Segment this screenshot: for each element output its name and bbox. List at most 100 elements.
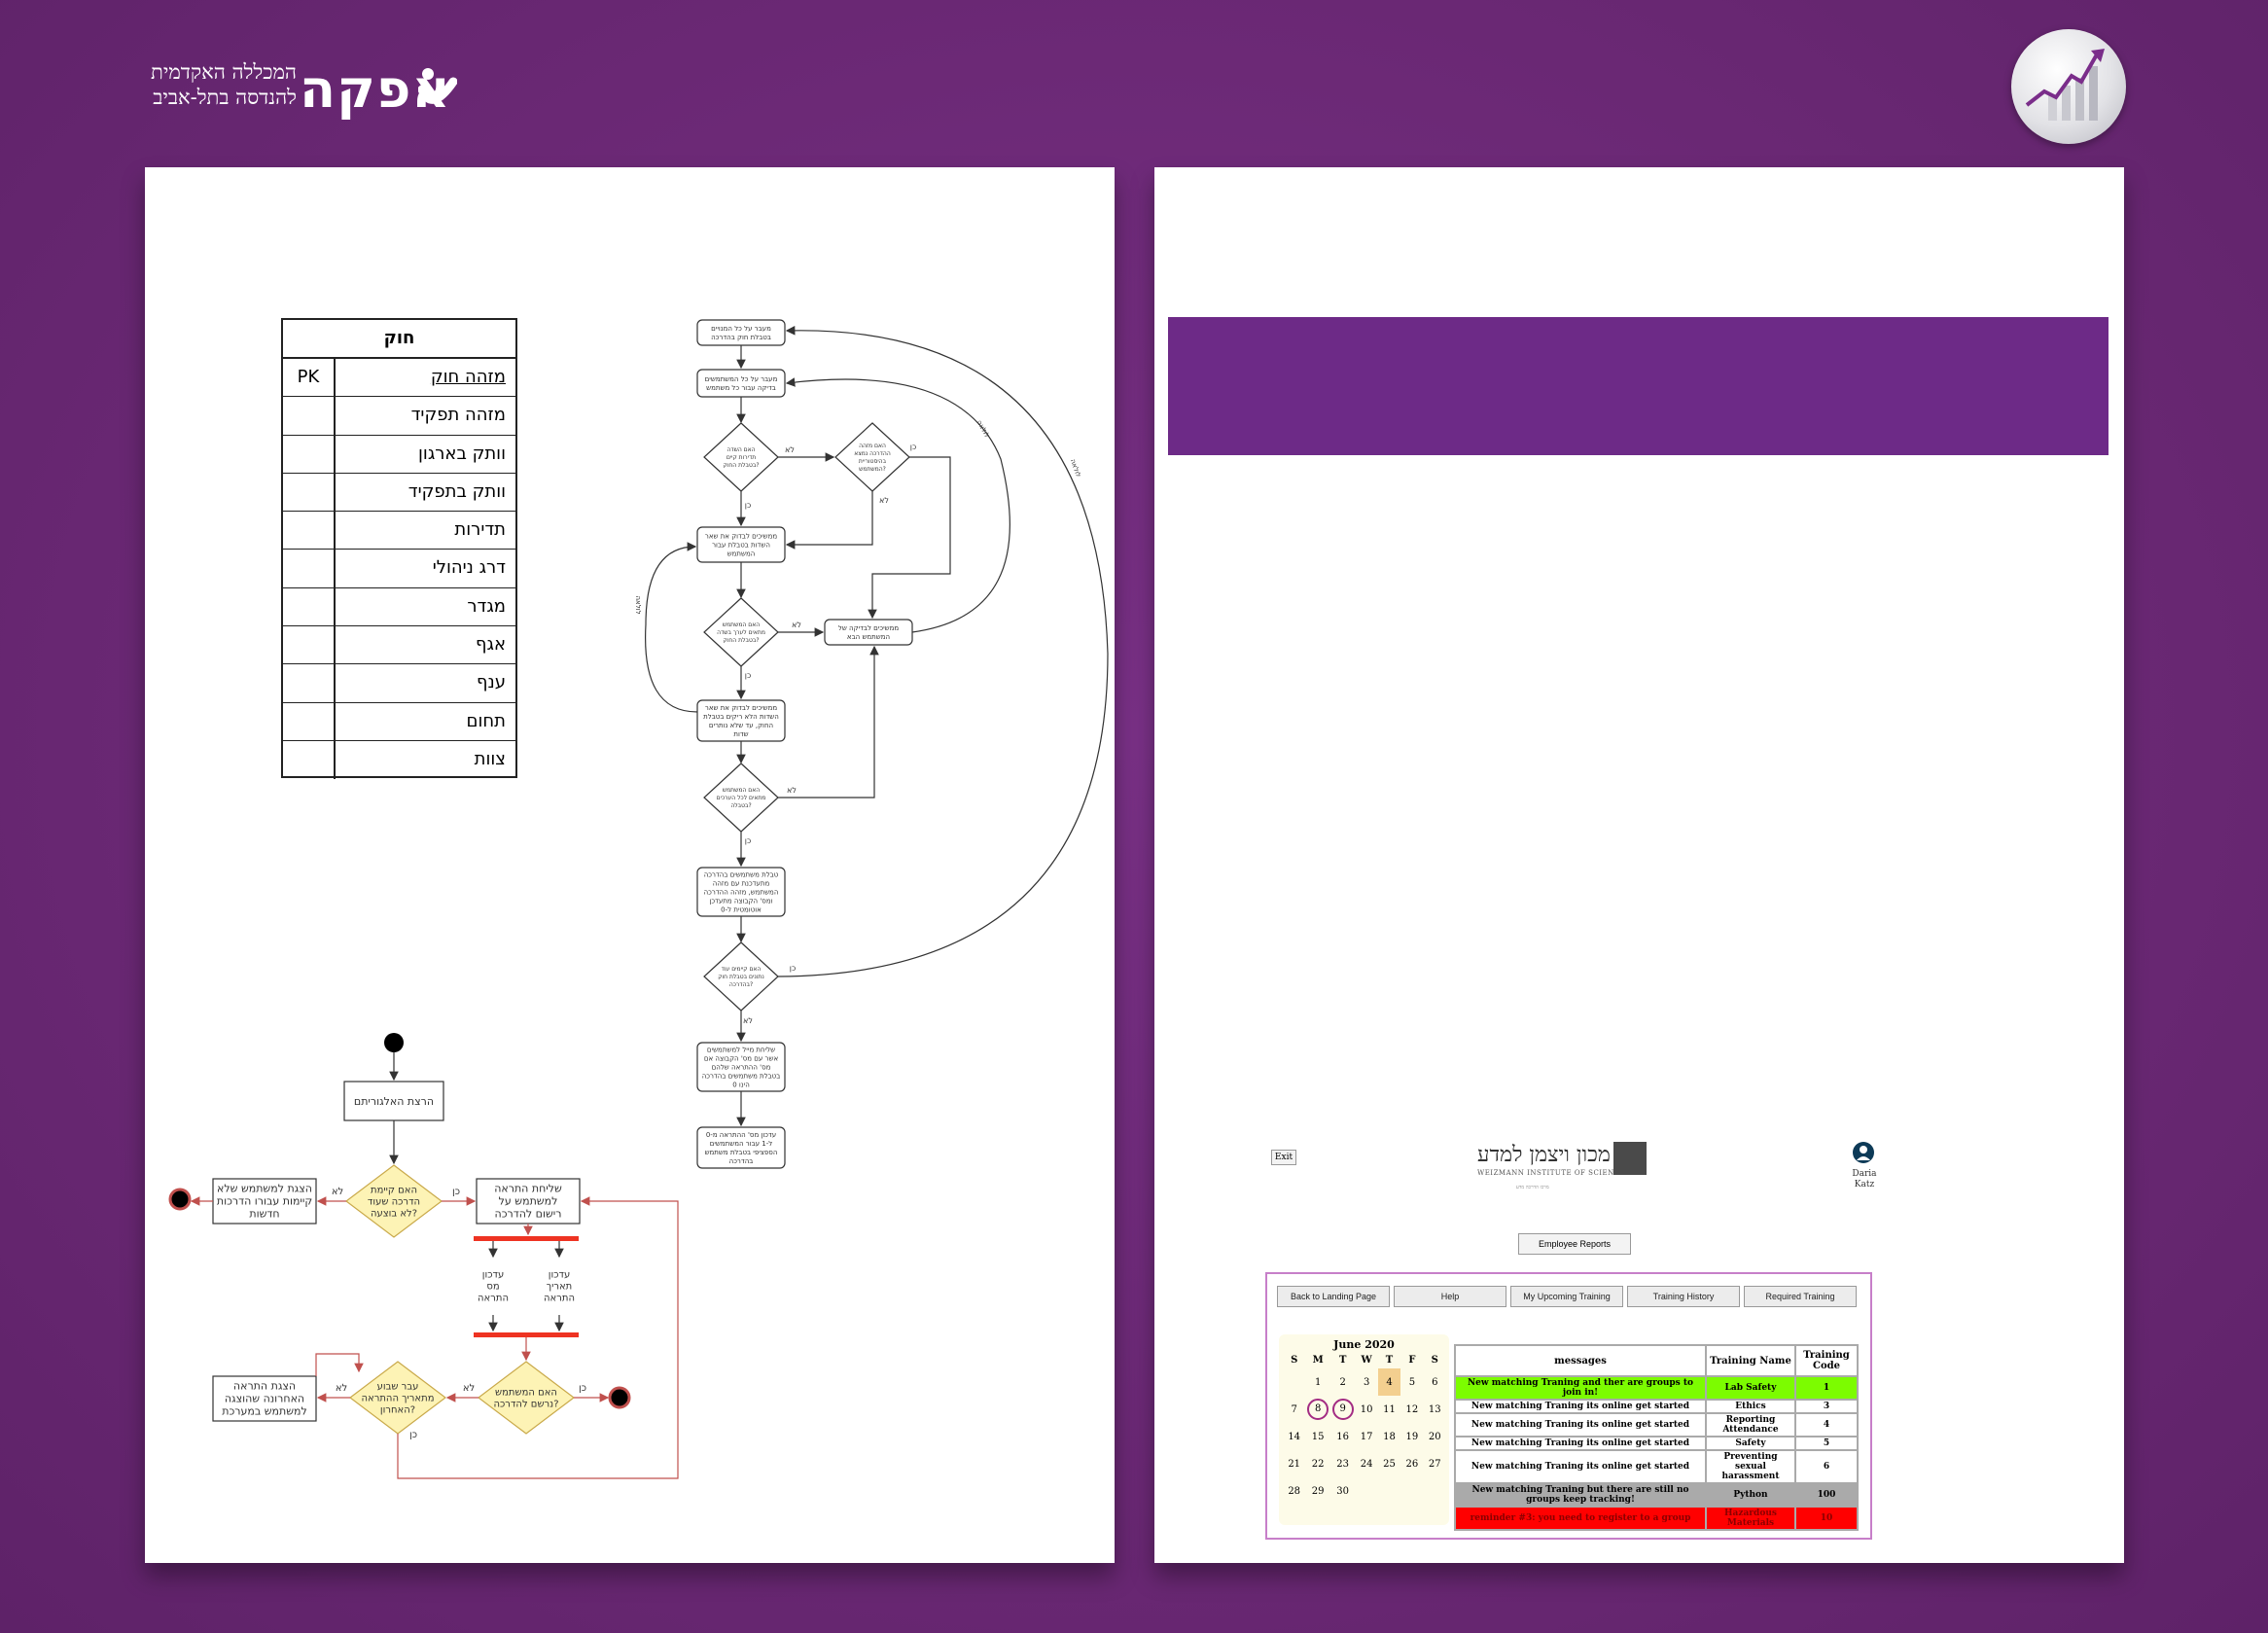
er-key-cell: [283, 397, 336, 435]
er-field-row: צוות: [283, 740, 515, 780]
calendar-day: [1400, 1477, 1423, 1505]
activity-decision-exists: [345, 1164, 443, 1238]
calendar-day[interactable]: 10: [1360, 1403, 1373, 1415]
activity-arrow: [397, 1196, 679, 1479]
activity-no-training-box-text-line: הצגת למשתמש שלא: [217, 1183, 312, 1195]
er-field-row: וותק בארגון: [283, 435, 515, 474]
calendar-day[interactable]: 22: [1311, 1458, 1325, 1470]
calendar-day[interactable]: 9: [1330, 1396, 1356, 1423]
flow-decision-5-text-line: האם קיימים עוד: [722, 966, 762, 973]
tab-help[interactable]: Help: [1394, 1286, 1506, 1307]
flow-node-3-text-line: המשתמש: [727, 550, 756, 557]
flow-decision-4-text-line: בטבלה?: [730, 802, 751, 809]
logo-line-2: להנדסה בתל-אביב: [153, 86, 297, 109]
er-field-row: וותק בתפקיד: [283, 473, 515, 513]
activity-decision-registered-text-line: נרשם להדרכה?: [493, 1399, 558, 1409]
table-row[interactable]: New matching Traning its online get star…: [1454, 1436, 1860, 1451]
er-key-cell: [283, 473, 336, 512]
calendar-day[interactable]: 6: [1432, 1376, 1438, 1388]
calendar-day[interactable]: 19: [1405, 1431, 1419, 1442]
calendar-day[interactable]: 24: [1360, 1458, 1373, 1470]
er-key-cell: [283, 626, 336, 664]
calendar-day[interactable]: 21: [1288, 1458, 1301, 1470]
calendar-day[interactable]: 12: [1405, 1403, 1419, 1415]
calendar-day[interactable]: 3: [1363, 1376, 1370, 1388]
calendar-day[interactable]: 17: [1360, 1431, 1373, 1442]
table-cell-code: 3: [1793, 1399, 1860, 1414]
table-row[interactable]: New matching Traning and ther are groups…: [1454, 1375, 1860, 1401]
flow-node-4-text-line: המשתמש הבא: [847, 633, 890, 641]
activity-update-count-text-line: עדכון: [482, 1269, 504, 1280]
calendar-day[interactable]: 29: [1311, 1485, 1325, 1497]
flow-arrow: [777, 325, 1109, 977]
er-key-cell: [283, 512, 336, 550]
activity-end-node: [608, 1386, 631, 1409]
flow-decision-4-text-line: מתאים לכל הערכים: [717, 795, 766, 801]
flow-node-6-text-line: אוטומטית ל-0: [721, 905, 762, 913]
flow-label-no: לא: [785, 445, 795, 454]
exit-button[interactable]: Exit: [1271, 1150, 1296, 1165]
flow-node-8-text-line: עדכון מס' ההתראה מ-0: [706, 1131, 776, 1139]
table-cell-code: 5: [1793, 1436, 1860, 1451]
activity-start-box: [343, 1081, 444, 1121]
calendar-day[interactable]: 20: [1428, 1431, 1441, 1442]
calendar-day[interactable]: 11: [1383, 1403, 1396, 1415]
tab-back-to-landing[interactable]: Back to Landing Page: [1277, 1286, 1390, 1307]
flow-label-yes: כן: [745, 836, 751, 845]
activity-arrow: [315, 1353, 364, 1376]
calendar-day-marked: 9: [1331, 1399, 1354, 1420]
flow-label-yes: כן: [910, 443, 916, 451]
flow-decision-1-text-line: תדירות קיים: [726, 454, 756, 461]
calendar-day[interactable]: 27: [1428, 1458, 1441, 1470]
tab-my-upcoming-training[interactable]: My Upcoming Training: [1510, 1286, 1623, 1307]
tab-training-history[interactable]: Training History: [1627, 1286, 1740, 1307]
calendar-day[interactable]: 26: [1405, 1458, 1419, 1470]
tab-required-training[interactable]: Required Training: [1744, 1286, 1857, 1307]
calendar-day[interactable]: 28: [1288, 1485, 1301, 1497]
table-row[interactable]: New matching Traning its online get star…: [1454, 1399, 1860, 1414]
table-cell-msg: reminder #3: you need to register to a g…: [1454, 1506, 1707, 1531]
user-avatar-icon[interactable]: [1853, 1142, 1874, 1163]
er-title: חוק: [283, 320, 515, 359]
er-field-row: תחום: [283, 702, 515, 741]
table-row[interactable]: reminder #3: you need to register to a g…: [1454, 1506, 1860, 1531]
calendar-day[interactable]: 5: [1408, 1376, 1416, 1388]
er-key-cell: [283, 740, 336, 780]
table-cell-msg: New matching Traning its online get star…: [1454, 1436, 1707, 1451]
flow-node-8: [696, 1126, 786, 1169]
calendar-day[interactable]: 18: [1383, 1431, 1396, 1442]
activity-last-alert-box-text-line: האחרונה שהוצגה: [225, 1393, 304, 1405]
table-cell-name: Ethics: [1705, 1399, 1796, 1414]
employee-reports-button[interactable]: Employee Reports: [1518, 1233, 1631, 1255]
calendar-day[interactable]: 25: [1383, 1458, 1396, 1470]
er-key-cell: [283, 435, 336, 473]
calendar-day[interactable]: 4: [1377, 1368, 1401, 1396]
calendar-day[interactable]: 14: [1288, 1431, 1301, 1442]
calendar-day[interactable]: 7: [1291, 1403, 1297, 1415]
calendar-day[interactable]: 8: [1305, 1396, 1330, 1423]
calendar-day[interactable]: 15: [1311, 1431, 1325, 1442]
table-cell-msg: New matching Traning its online get star…: [1454, 1412, 1707, 1438]
flow-label-loop: לולאה: [634, 595, 642, 614]
activity-label-no: לא: [336, 1383, 347, 1394]
flow-node-5-text-line: שדות: [733, 730, 748, 738]
calendar-day[interactable]: 2: [1339, 1376, 1346, 1388]
table-row[interactable]: New matching Traning its online get star…: [1454, 1412, 1860, 1438]
calendar-day[interactable]: 1: [1314, 1376, 1322, 1388]
er-field-row: ענף: [283, 664, 515, 703]
activity-start-box-text: הרצת האלגוריתם: [354, 1095, 434, 1108]
calendar-day[interactable]: 30: [1336, 1485, 1350, 1497]
flow-decision-2-text-line: ההדרכה נמצא: [854, 450, 891, 457]
calendar-day[interactable]: 13: [1428, 1403, 1441, 1415]
calendar-day[interactable]: 16: [1336, 1431, 1350, 1442]
flow-arrow: [785, 377, 1010, 633]
table-row[interactable]: New matching Traning its online get star…: [1454, 1449, 1860, 1484]
calendar-day[interactable]: 23: [1336, 1458, 1350, 1470]
app-screenshot: Exit מכון ויצמן למדע WEIZMANN INSTITUTE …: [1265, 1142, 1884, 1558]
calendar-day: [1283, 1368, 1305, 1396]
table-cell-msg: New matching Traning its online get star…: [1454, 1449, 1707, 1484]
table-row[interactable]: New matching Traning but there are still…: [1454, 1482, 1860, 1508]
